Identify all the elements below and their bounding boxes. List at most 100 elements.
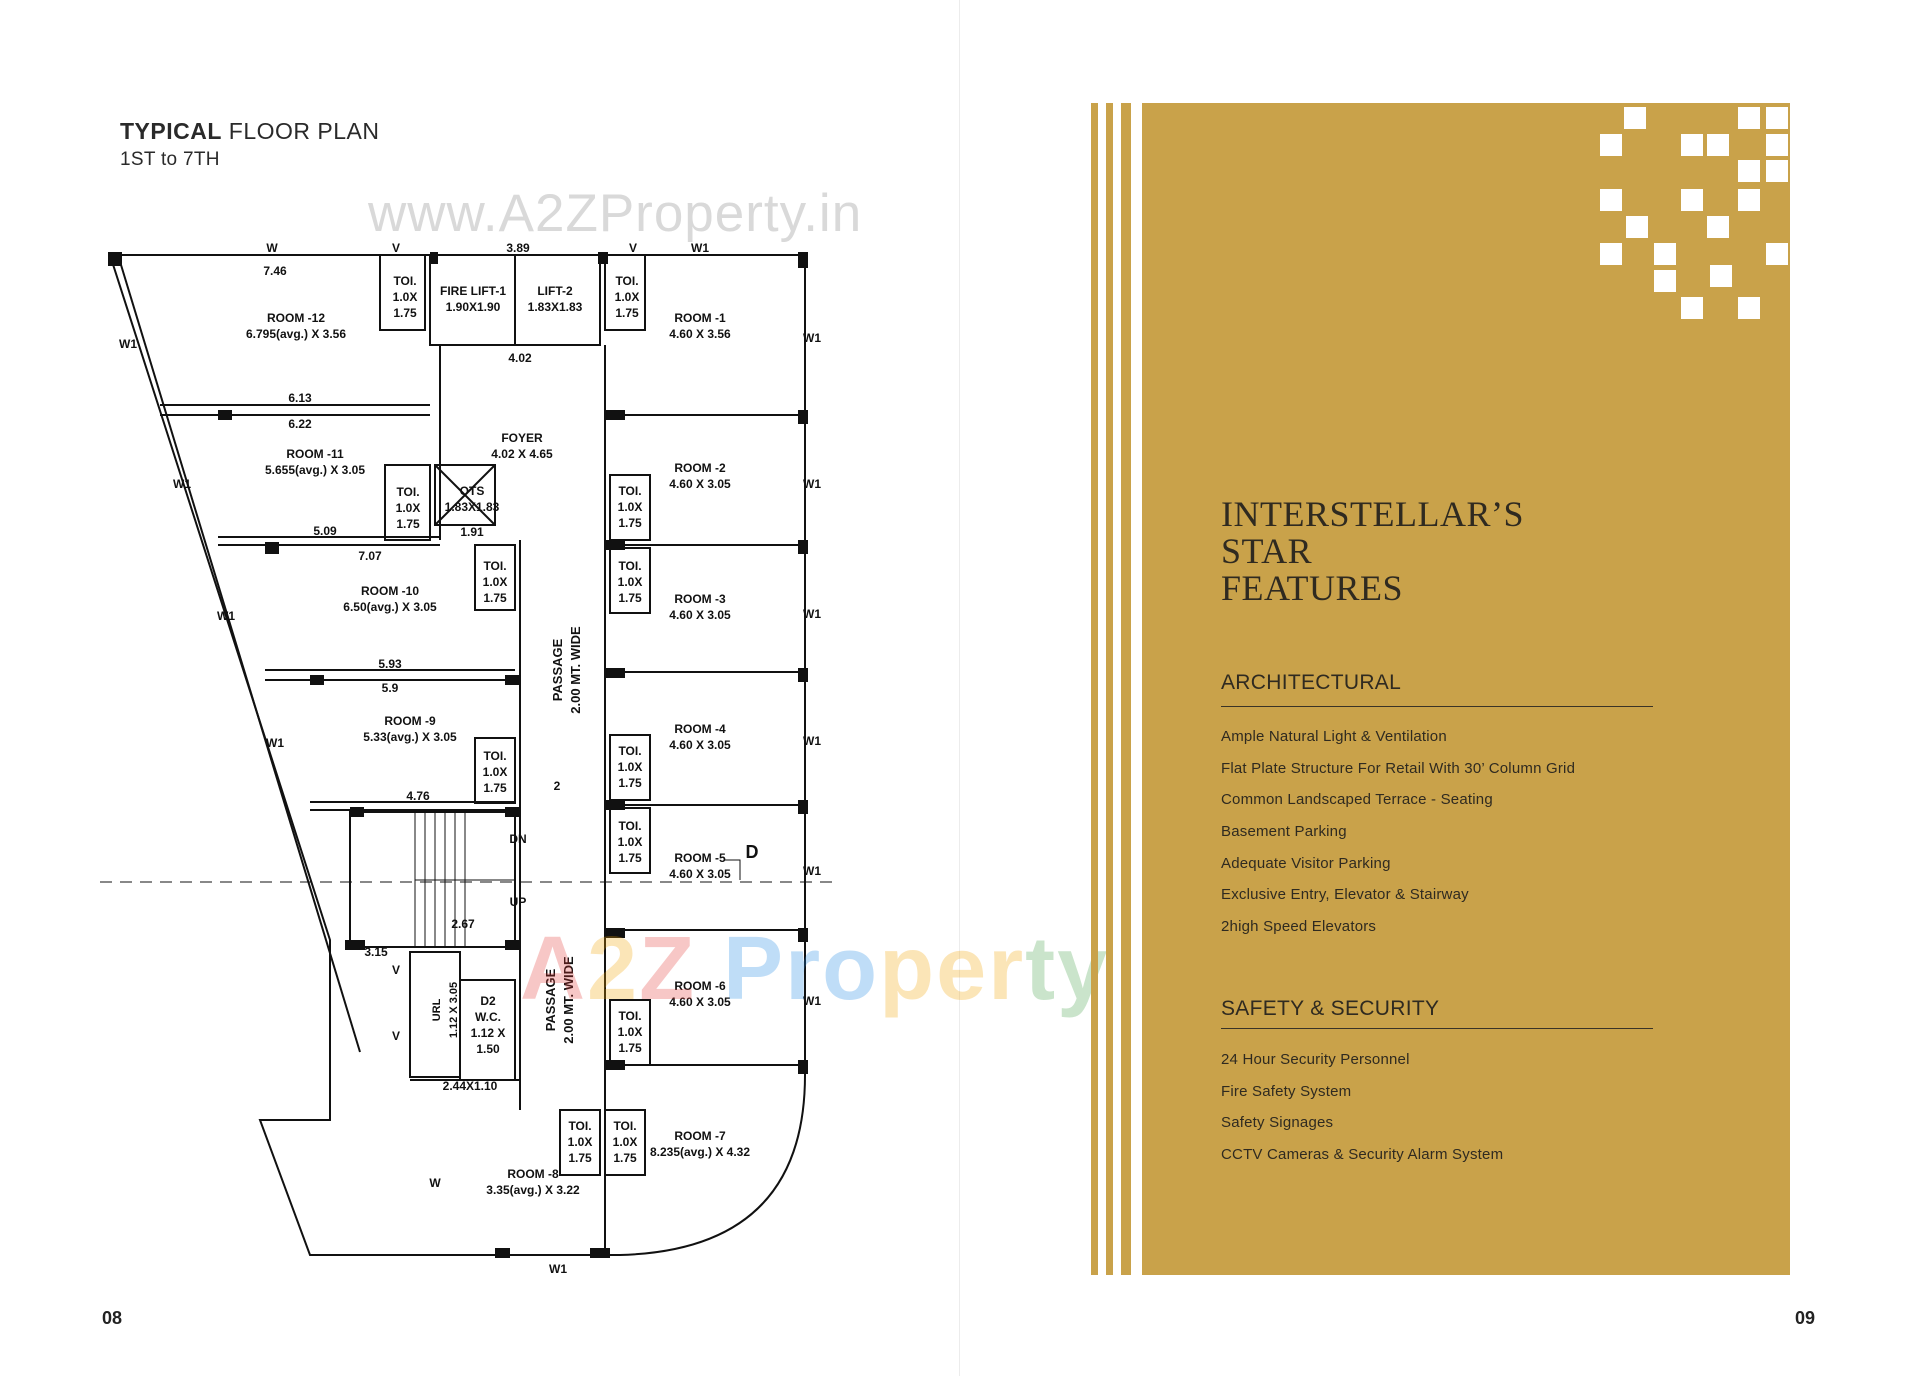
toilet-wall xyxy=(609,547,651,614)
window-label: W1 xyxy=(803,477,821,491)
feature-item: Basement Parking xyxy=(1221,823,1347,840)
svg-text:1.75: 1.75 xyxy=(618,776,642,790)
dim-lobby: 2.44X1.10 xyxy=(443,1079,498,1093)
dim-label: 3.15 xyxy=(364,945,388,959)
feature-item: Flat Plate Structure For Retail With 30’… xyxy=(1221,760,1576,777)
page-number-left: 08 xyxy=(102,1308,123,1328)
toilet-label: TOI. xyxy=(568,1119,591,1133)
room-10-size: 6.50(avg.) X 3.05 xyxy=(343,600,437,614)
feature-item: Safety Signages xyxy=(1221,1114,1334,1131)
svg-text:2.00 MT. WIDE: 2.00 MT. WIDE xyxy=(568,626,583,714)
room-9-size: 5.33(avg.) X 3.05 xyxy=(363,730,457,744)
svg-text:2.00 MT. WIDE: 2.00 MT. WIDE xyxy=(561,956,576,1044)
safety-title: SAFETY & SECURITY xyxy=(1221,997,1440,1020)
room-4-name: ROOM -4 xyxy=(674,722,726,736)
section-marker: D xyxy=(746,842,759,862)
svg-text:1.75: 1.75 xyxy=(568,1151,592,1165)
feature-item: 2high Speed Elevators xyxy=(1221,918,1377,935)
section-divider xyxy=(1221,706,1653,707)
ots-size: 1.83X1.83 xyxy=(445,500,500,514)
ots-box xyxy=(434,464,496,526)
svg-text:1.75: 1.75 xyxy=(483,781,507,795)
toilet-label: TOI. xyxy=(483,749,506,763)
dim-label: 2 xyxy=(554,779,561,793)
dim-label: 6.13 xyxy=(288,391,312,405)
room-2-name: ROOM -2 xyxy=(674,461,726,475)
room-5-size: 4.60 X 3.05 xyxy=(669,867,731,881)
dim-label: 2.67 xyxy=(451,917,475,931)
toilet-label: TOI. xyxy=(393,274,416,288)
dim-label: 1.91 xyxy=(460,525,484,539)
toilet-wall xyxy=(474,737,516,804)
svg-text:1.0X: 1.0X xyxy=(393,290,418,304)
ventilator-label: V xyxy=(629,241,637,255)
room-10-name: ROOM -10 xyxy=(361,584,419,598)
window-label: W1 xyxy=(803,994,821,1008)
dim-label: 5.9 xyxy=(382,681,399,695)
svg-text:1.75: 1.75 xyxy=(396,517,420,531)
window-label: W1 xyxy=(803,734,821,748)
window-label: W1 xyxy=(266,736,284,750)
toilet-label: TOI. xyxy=(483,559,506,573)
accent-stripe xyxy=(1121,103,1131,1275)
watermark-url: www.A2ZProperty.in xyxy=(368,184,863,243)
window-label: W1 xyxy=(119,337,137,351)
wc-label: D2 xyxy=(480,994,496,1008)
toilet-wall xyxy=(609,474,651,541)
toilet-label: TOI. xyxy=(618,744,641,758)
room-11-name: ROOM -11 xyxy=(286,447,344,461)
toilet-label: TOI. xyxy=(613,1119,636,1133)
accent-stripe xyxy=(1091,103,1098,1275)
toilet-wall xyxy=(604,254,646,331)
feature-item: Exclusive Entry, Elevator & Stairway xyxy=(1221,886,1469,903)
architectural-title: ARCHITECTURAL xyxy=(1221,671,1402,694)
svg-text:1.0X: 1.0X xyxy=(618,500,643,514)
floor-plan-title: TYPICAL FLOOR PLAN xyxy=(120,118,380,144)
svg-text:1.75: 1.75 xyxy=(618,851,642,865)
room-5-name: ROOM -5 xyxy=(674,851,726,865)
window-label: W xyxy=(429,1176,441,1190)
room-2-size: 4.60 X 3.05 xyxy=(669,477,731,491)
window-label: W1 xyxy=(217,609,235,623)
svg-text:1.12 X: 1.12 X xyxy=(471,1026,506,1040)
svg-text:1.0X: 1.0X xyxy=(618,835,643,849)
room-11-size: 5.655(avg.) X 3.05 xyxy=(265,463,365,477)
toilet-label: TOI. xyxy=(618,484,641,498)
ots-name: OTS xyxy=(460,484,485,498)
passage-label: PASSAGE xyxy=(543,968,558,1031)
window-label: W1 xyxy=(173,477,191,491)
toilet-label: TOI. xyxy=(615,274,638,288)
toilet-wall xyxy=(609,807,651,874)
svg-text:1.0X: 1.0X xyxy=(568,1135,593,1149)
toilet-label: TOI. xyxy=(618,819,641,833)
svg-text:1.75: 1.75 xyxy=(618,516,642,530)
svg-text:1.50: 1.50 xyxy=(476,1042,500,1056)
page-number-right: 09 xyxy=(1795,1308,1816,1328)
feature-item: 24 Hour Security Personnel xyxy=(1221,1051,1410,1068)
features-heading: INTERSTELLAR’S STAR FEATURES xyxy=(1221,494,1524,608)
window-label: W1 xyxy=(549,1262,567,1276)
dim-label: 4.76 xyxy=(406,789,430,803)
toilet-wall xyxy=(559,1109,601,1176)
svg-text:1.0X: 1.0X xyxy=(613,1135,638,1149)
svg-text:1.75: 1.75 xyxy=(618,591,642,605)
foyer-name: FOYER xyxy=(501,431,543,445)
window-label: W1 xyxy=(691,241,709,255)
ventilator-label: V xyxy=(392,241,400,255)
feature-item: Common Landscaped Terrace - Seating xyxy=(1221,791,1493,808)
window-label: W1 xyxy=(803,331,821,345)
svg-text:1.0X: 1.0X xyxy=(483,765,508,779)
floor-plan-subtitle: 1ST to 7TH xyxy=(120,149,220,170)
feature-item: Fire Safety System xyxy=(1221,1083,1352,1100)
svg-text:1.12 X 3.05: 1.12 X 3.05 xyxy=(448,982,460,1038)
fire-lift-size: 1.90X1.90 xyxy=(446,300,501,314)
room-7-size: 8.235(avg.) X 4.32 xyxy=(650,1145,750,1159)
toilet-wall xyxy=(474,544,516,611)
left-page xyxy=(0,0,959,1376)
dim-label: 7.07 xyxy=(358,549,382,563)
window-label: W1 xyxy=(803,864,821,878)
lift2-wall xyxy=(514,254,601,346)
toilet-wall xyxy=(379,254,426,331)
feature-item: CCTV Cameras & Security Alarm System xyxy=(1221,1146,1504,1163)
stair-up: UP xyxy=(510,895,527,909)
